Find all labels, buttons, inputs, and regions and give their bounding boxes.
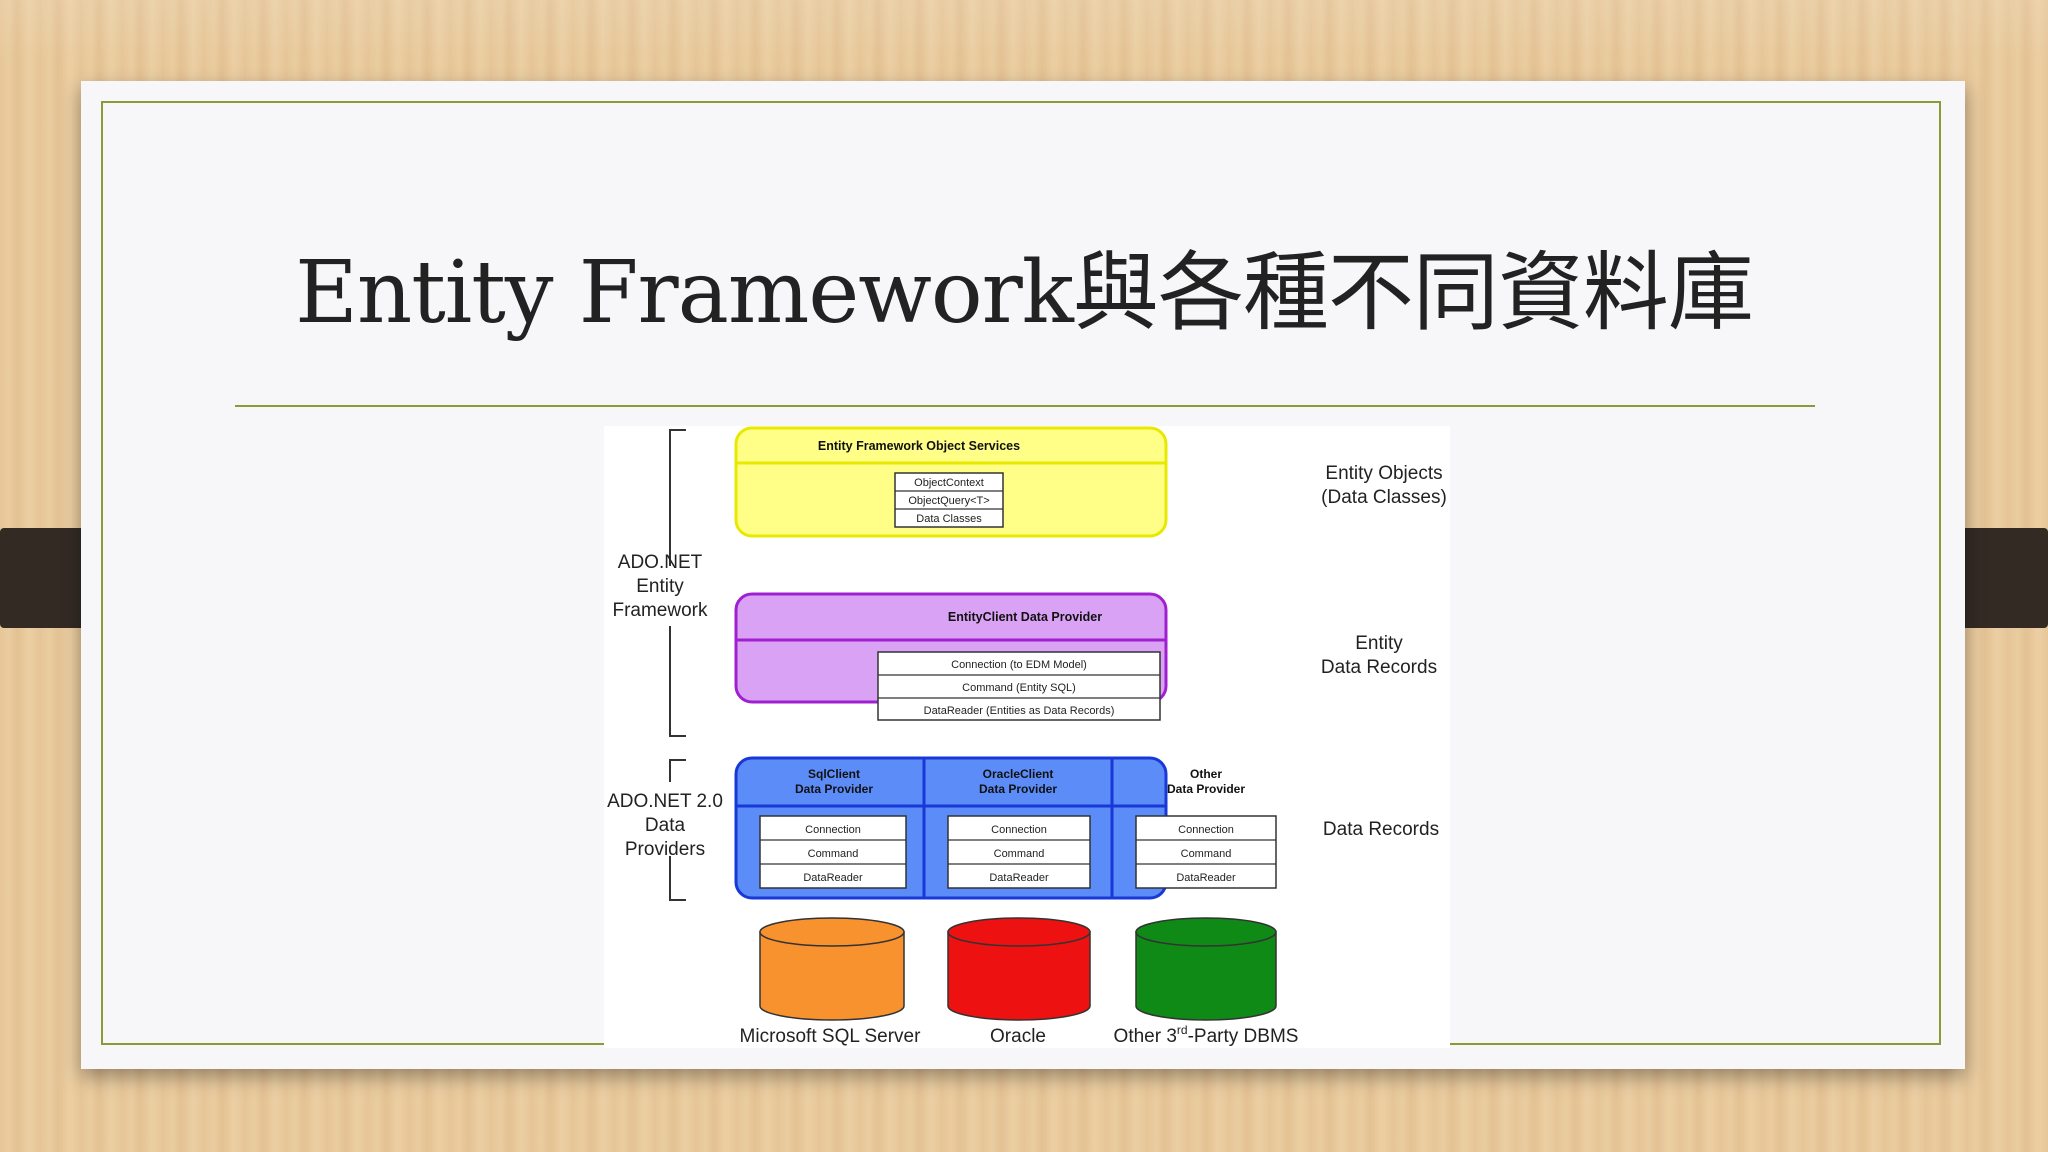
oracleclient-header-line2: Data Provider	[979, 782, 1057, 796]
providers-layer: SqlClient Data Provider Connection Comma…	[734, 756, 1277, 900]
sqlclient-connection: Connection	[805, 824, 861, 836]
ec-command-item: Command (Entity SQL)	[962, 682, 1076, 694]
entity-client-header: EntityClient Data Provider	[948, 610, 1102, 624]
ec-connection-item: Connection (to EDM Model)	[951, 659, 1087, 671]
sqlclient-datareader: DataReader	[803, 872, 863, 884]
ef-label-line2: Entity	[636, 576, 684, 597]
other-provider: Other Data Provider Connection Command D…	[1135, 767, 1277, 889]
data-records-label: Data Records	[1323, 819, 1439, 840]
oracleclient-connection: Connection	[991, 824, 1047, 836]
object-services-header: Entity Framework Object Services	[818, 439, 1020, 453]
other-dbms-label: Other 3rd-Party DBMS	[1114, 1023, 1299, 1047]
oracle-database-icon	[947, 917, 1091, 1021]
providers-label-line1: ADO.NET 2.0	[607, 791, 723, 812]
other-command: Command	[1181, 848, 1232, 860]
oracleclient-command: Command	[994, 848, 1045, 860]
sqlserver-label: Microsoft SQL Server	[740, 1026, 922, 1047]
sqlclient-header-line2: Data Provider	[795, 782, 873, 796]
entity-objects-label-line2: (Data Classes)	[1321, 487, 1447, 508]
ef-label-line1: ADO.NET	[618, 552, 703, 573]
ec-datareader-item: DataReader (Entities as Data Records)	[924, 705, 1115, 717]
object-query-item: ObjectQuery<T>	[908, 495, 989, 507]
entity-client-layer: EntityClient Data Provider Connection (t…	[734, 592, 1168, 721]
sqlclient-header-line1: SqlClient	[808, 767, 860, 781]
ef-label-line3: Framework	[612, 600, 708, 621]
providers-label-line3: Providers	[625, 839, 705, 860]
providers-bracket	[669, 759, 686, 901]
entity-objects-label-line1: Entity Objects	[1325, 463, 1442, 484]
data-classes-item: Data Classes	[916, 513, 982, 525]
object-services-layer: Entity Framework Object Services ObjectC…	[734, 426, 1168, 538]
oracle-label: Oracle	[990, 1026, 1046, 1047]
providers-label-line2: Data	[645, 815, 686, 836]
ef-bracket	[669, 429, 686, 737]
sqlclient-command: Command	[808, 848, 859, 860]
slide-title: Entity Framework與各種不同資料庫	[295, 243, 1754, 343]
other-datareader: DataReader	[1176, 872, 1236, 884]
oracleclient-header-line1: OracleClient	[983, 767, 1054, 781]
object-context-item: ObjectContext	[914, 477, 984, 489]
other-header-line2: Data Provider	[1167, 782, 1245, 796]
sqlclient-provider: SqlClient Data Provider Connection Comma…	[759, 767, 907, 889]
title-divider	[235, 405, 1815, 407]
entity-records-label-line1: Entity	[1355, 633, 1403, 654]
oracleclient-provider: OracleClient Data Provider Connection Co…	[947, 767, 1091, 889]
sqlserver-database-icon	[759, 917, 905, 1021]
architecture-diagram: ADO.NET Entity Framework ADO.NET 2.0 Dat…	[604, 426, 1450, 1048]
oracleclient-datareader: DataReader	[989, 872, 1049, 884]
other-dbms-database-icon	[1135, 917, 1277, 1021]
other-connection: Connection	[1178, 824, 1234, 836]
entity-records-label-line2: Data Records	[1321, 657, 1437, 678]
other-header-line1: Other	[1190, 767, 1222, 781]
